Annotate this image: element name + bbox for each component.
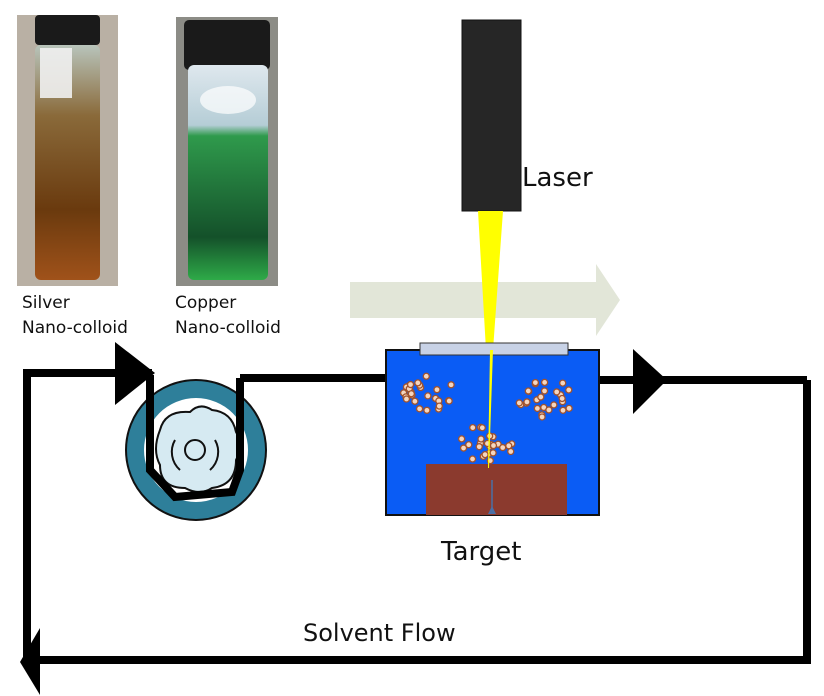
flow-arrow-left [20,628,40,695]
nanoparticle [465,441,473,449]
laser-beam [478,211,503,468]
nanoparticle [515,399,523,407]
nanoparticle [475,443,483,451]
nanoparticle [559,379,567,387]
laser-label: Laser [522,163,593,193]
nanoparticle [558,394,566,403]
solvent-flow-label: Solvent Flow [303,619,456,647]
copper-colloid-photo [176,17,278,286]
nanoparticle [406,380,415,389]
nanoparticle [565,386,573,394]
target-label: Target [440,537,521,567]
nanoparticle [423,406,431,414]
nanoparticle [459,444,468,452]
nanoparticle [411,397,419,405]
silver-label-line1: Silver [22,293,70,313]
nanoparticle [457,435,466,443]
ablation-chamber [385,342,600,516]
nanoparticle [445,397,453,405]
nanoparticle-clusters [399,372,573,465]
peristaltic-pump [125,375,267,521]
nanoparticle [523,398,531,406]
nanoparticle [565,404,573,412]
nanoparticle [531,378,540,387]
nanoparticle [505,442,513,450]
silver-label-line2: Nano-colloid [22,318,128,338]
nanoparticle [433,386,441,394]
nanoparticle [402,395,411,403]
nanoparticle [550,401,558,409]
nanoparticle [540,387,549,395]
nanoparticle [435,402,443,410]
flow-arrow-right-2 [633,349,667,414]
nanoparticle [545,406,553,414]
nanoparticle [407,390,415,398]
copper-label-line2: Nano-colloid [175,318,281,338]
nanoparticle [489,449,497,457]
nanoparticle [524,387,532,395]
nanoparticle [489,441,498,450]
laser-beam-in-liquid [488,350,493,468]
nanoparticle [553,388,561,396]
laser-body [461,19,522,212]
nanoparticle [478,424,486,432]
nanoparticle [540,378,549,387]
nanoparticle [537,393,545,401]
nanoparticle [469,423,477,432]
nanoparticle [559,406,567,414]
nanoparticle [447,381,455,389]
nanoparticle [424,392,432,400]
copper-label-line1: Copper [175,293,236,313]
solvent-flow-loop [23,369,811,665]
nanoparticle [538,413,546,421]
nanoparticle [468,455,477,463]
nanoparticle [533,404,542,413]
nanoparticle [415,405,424,413]
nanoparticle [481,450,489,459]
nanoparticle [414,379,422,387]
flow-arrow-right-1 [115,342,155,405]
nanoparticle [477,435,485,443]
nanoparticle [499,443,507,452]
nanoparticle [422,372,430,380]
silver-colloid-photo [17,15,118,286]
